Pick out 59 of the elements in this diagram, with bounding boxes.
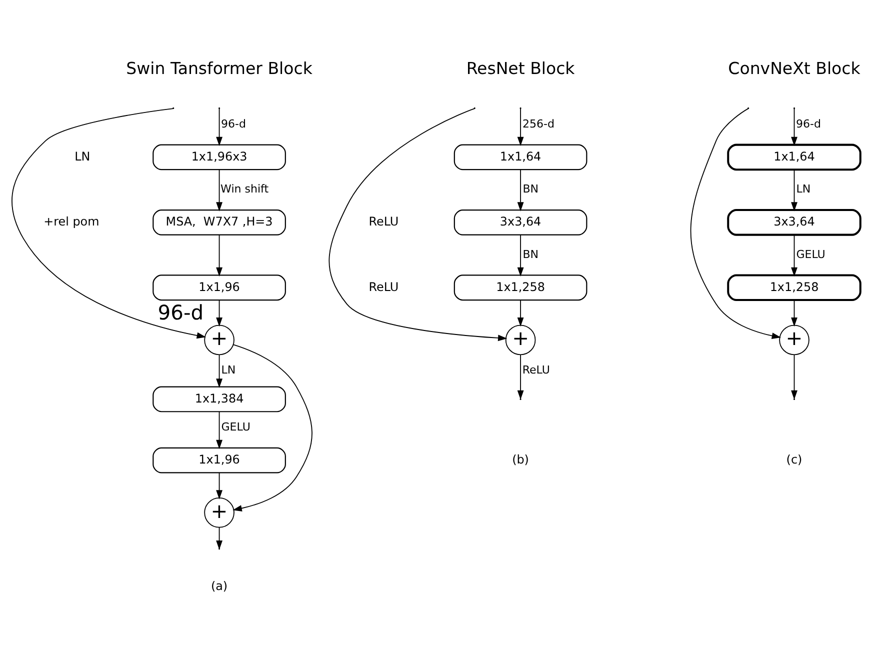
node-circle: + [779,324,810,355]
arrow [216,472,222,499]
edge-label: ReLU [522,363,550,376]
edge-label: LN [221,363,236,376]
node-box: 1x1,258 [727,274,862,301]
node-box: 3x3,64 [454,208,588,235]
arrow [216,234,222,276]
arrow [791,108,798,146]
edge-label: LN [796,182,811,196]
node-box: 1x1,64 [727,143,862,170]
arrow [690,108,782,338]
label: +rel pom [44,214,100,228]
node-circle: + [204,497,234,528]
arrow [216,354,222,388]
arrow [791,354,798,400]
node-box: 1x1,258 [454,274,588,300]
label: ReLU [368,279,399,294]
arrow [517,168,524,211]
node-circle: + [204,324,234,355]
edge-label: GELU [796,247,826,260]
arrow [328,108,508,341]
arrow [216,526,222,550]
node-box: MSA, W7X7 ,H=3 [152,208,286,235]
arrow [216,410,222,449]
edge-label: 96-d [221,116,246,130]
node-box: 1x1,64 [454,144,588,170]
arrow [791,234,798,276]
node-box: 1x1,96 [152,274,286,300]
arrow [791,168,798,211]
arrow [216,168,222,211]
node-box: 1x1,96 [152,446,286,473]
label: (b) [512,452,529,466]
edge-label: BN [522,182,539,196]
node-label: 96-d [158,300,204,324]
node-circle: + [505,324,536,355]
arrow [517,354,524,400]
node-box: 1x1,96x3 [152,144,286,170]
arrow [791,299,798,326]
edge-label: 256-d [522,116,554,130]
label: ReLU [368,214,399,228]
arrow [232,344,312,511]
label: LN [74,148,90,163]
edge-label: Win shift [220,182,269,196]
arrow [517,234,524,276]
edge-label: 96-d [796,116,821,130]
arrow [517,108,524,146]
arrow [517,299,524,326]
label: (c) [786,452,802,466]
node-box: 3x3,64 [727,208,862,236]
arrow [216,299,222,326]
arrow [12,108,206,338]
edge-label: BN [522,247,539,260]
node-box: 1x1,384 [152,386,286,412]
edge-label: GELU [221,420,250,434]
label: ConvNeXt Block [728,58,860,78]
label: (a) [210,578,228,592]
label: ResNet Block [466,58,575,78]
arrow [216,108,222,146]
label: Swin Tansformer Block [126,58,312,78]
